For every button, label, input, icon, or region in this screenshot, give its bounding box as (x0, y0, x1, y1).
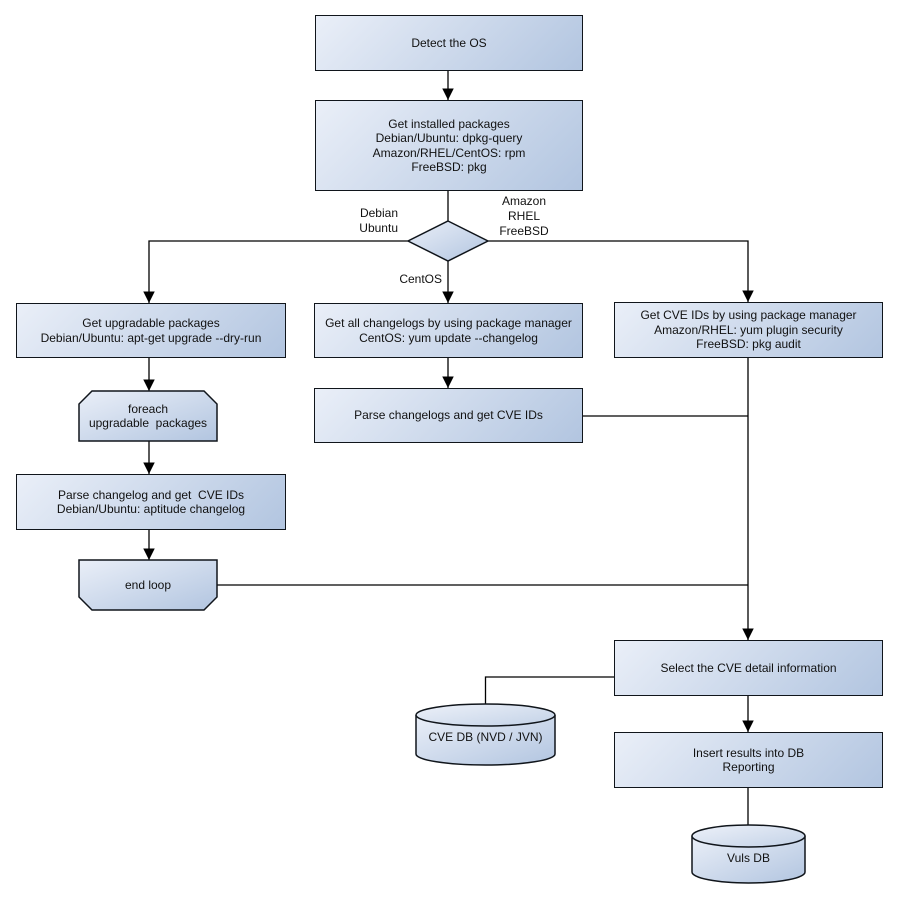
node-parse-changelog-debian: Parse changelog and get CVE IDs Debian/U… (16, 474, 286, 530)
node-get-cve-ids-pkg-mgr: Get CVE IDs by using package manager Ama… (614, 302, 883, 358)
vuls-db-cylinder (691, 824, 806, 884)
edge-label-centos: CentOS (399, 272, 442, 286)
node-insert-results: Insert results into DB Reporting (614, 732, 883, 788)
loop-end-shape (78, 559, 218, 611)
edge-label-debian-ubuntu: Debian Ubuntu (359, 206, 398, 235)
edge-decision-to-upgradable (143, 240, 408, 303)
node-get-all-changelogs: Get all changelogs by using package mana… (314, 303, 583, 358)
edge-decision-to-getcveids (488, 240, 754, 302)
decision-os-diamond (406, 220, 490, 262)
loop-start-shape (78, 390, 218, 442)
node-get-upgradable-packages: Get upgradable packages Debian/Ubuntu: a… (16, 303, 286, 358)
edge-label-amazon-rhel-freebsd: Amazon RHEL FreeBSD (499, 194, 549, 238)
node-select-cve-detail: Select the CVE detail information (614, 640, 883, 696)
cve-db-cylinder (415, 703, 556, 766)
node-parse-changelogs: Parse changelogs and get CVE IDs (314, 388, 583, 443)
node-detect-os: Detect the OS (315, 15, 583, 71)
node-get-installed-packages: Get installed packages Debian/Ubuntu: dp… (315, 100, 583, 191)
edge-cvedb-to-select (484, 676, 614, 705)
